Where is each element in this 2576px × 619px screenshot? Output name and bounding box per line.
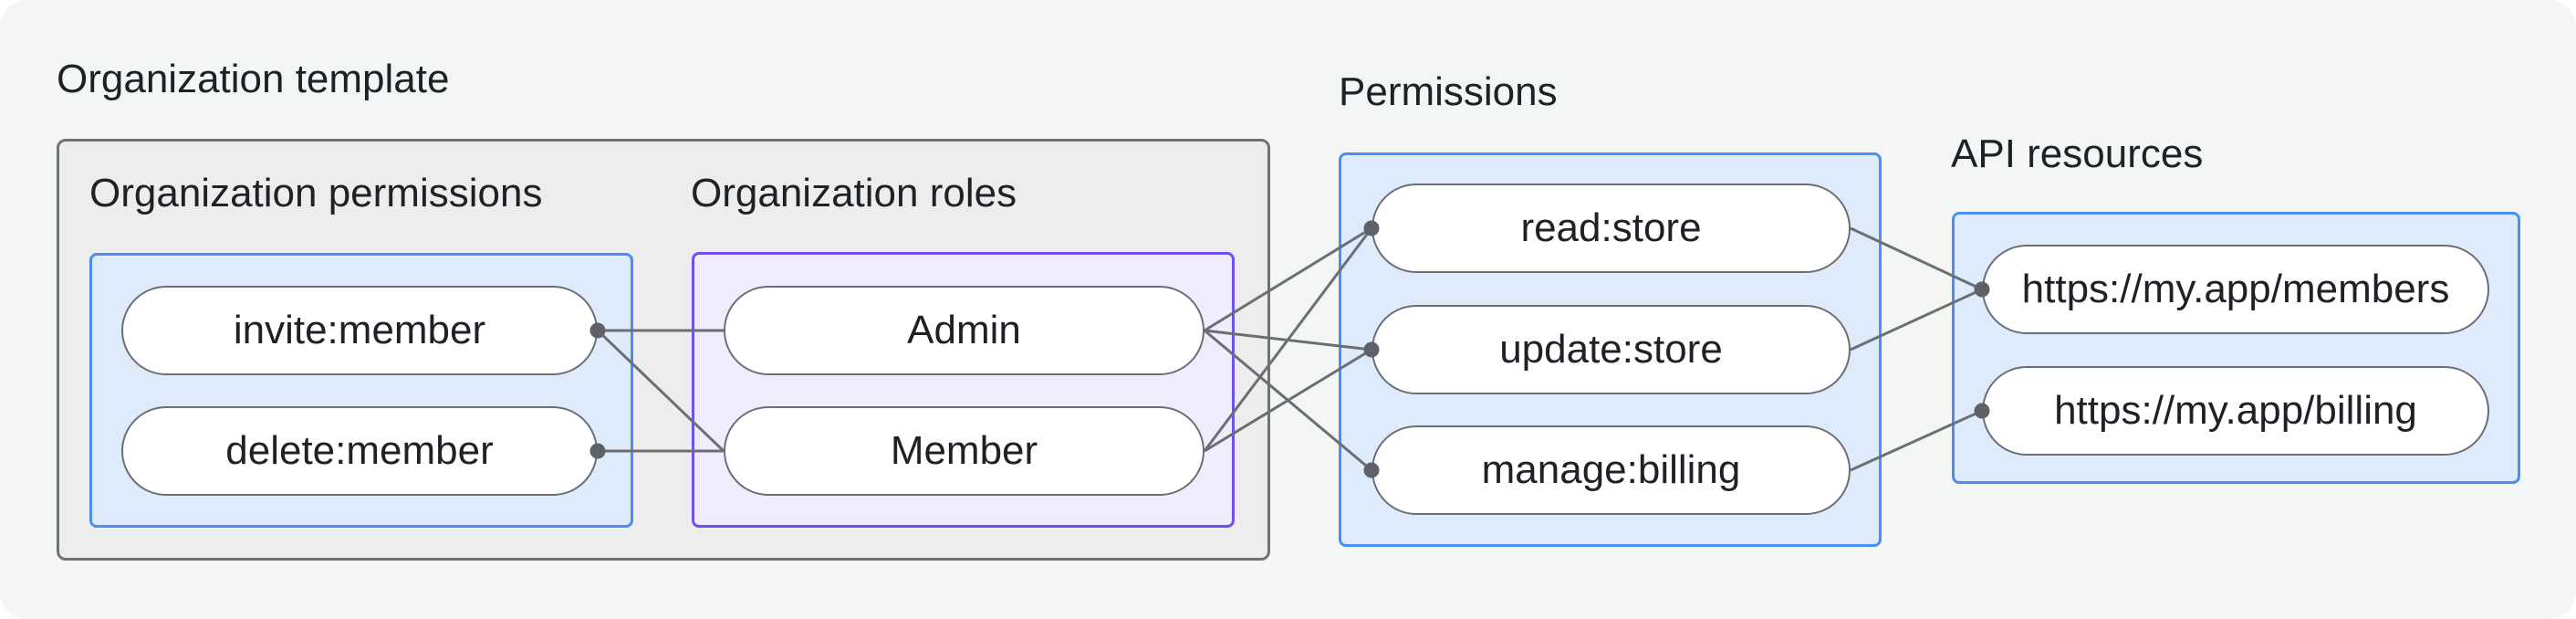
- node-read-store: read:store: [1371, 184, 1851, 273]
- node-delete-member: delete:member: [121, 406, 598, 496]
- api-resources-heading: API resources: [1951, 131, 2204, 176]
- node-member: Member: [724, 406, 1205, 496]
- node-manage-billing: manage:billing: [1371, 425, 1851, 515]
- node-update-store: update:store: [1371, 305, 1851, 394]
- org-permissions-heading: Organization permissions: [89, 171, 543, 215]
- node-invite-member: invite:member: [121, 286, 598, 375]
- node-admin: Admin: [724, 286, 1205, 375]
- org-roles-heading: Organization roles: [691, 171, 1017, 215]
- diagram-title: Organization template: [57, 57, 450, 101]
- permissions-heading: Permissions: [1339, 69, 1558, 114]
- node-api-members: https://my.app/members: [1982, 245, 2489, 334]
- node-api-billing: https://my.app/billing: [1982, 366, 2489, 456]
